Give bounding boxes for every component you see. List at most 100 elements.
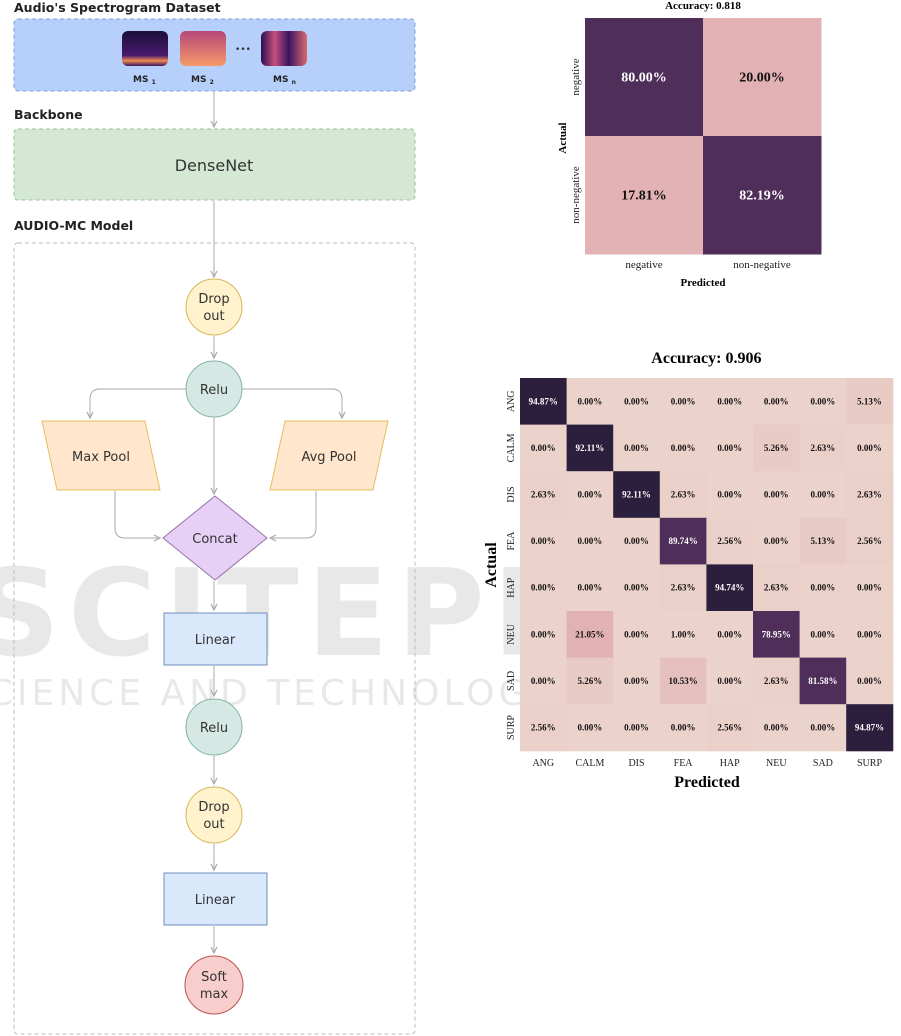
chart-title: Accuracy: 0.906 [651, 350, 761, 367]
heatmap-cell [659, 564, 707, 612]
cell-value: 0.00% [531, 629, 556, 639]
heatmap-cell [706, 378, 754, 426]
cell-value: 2.56% [717, 723, 742, 733]
heatmap-cell [846, 564, 894, 612]
spectrogram-image-1 [122, 31, 168, 66]
softmax-label-a: Soft [201, 970, 227, 985]
cell-value: 92.11% [576, 443, 605, 453]
confusion-matrices: Accuracy: 0.81880.00%20.00%17.81%82.19%n… [483, 0, 894, 791]
x-tick-label: SAD [813, 758, 833, 769]
y-axis-label: Actual [483, 542, 500, 588]
heatmap-cell [846, 517, 894, 565]
y-tick-label: SURP [506, 715, 517, 740]
cell-value: 0.00% [624, 723, 649, 733]
avgpool-label: Avg Pool [301, 450, 356, 465]
softmax-node [184, 955, 244, 1015]
heatmap-cell [659, 471, 707, 519]
cell-value: 5.13% [857, 396, 882, 406]
heatmap-cell [520, 378, 568, 426]
x-axis-label: Predicted [674, 774, 740, 791]
heatmap-cell [659, 704, 707, 752]
cell-value: 0.00% [531, 443, 556, 453]
cell-value: 2.63% [857, 490, 882, 500]
cell-value: 81.58% [808, 676, 837, 686]
maxpool-node [41, 420, 161, 491]
heatmap-cell [566, 657, 614, 705]
heatmap-cell [706, 611, 754, 659]
heatmap-cell [520, 611, 568, 659]
heatmap-cell [753, 657, 801, 705]
backbone-box [13, 128, 416, 201]
heatmap-cell [799, 424, 847, 472]
dropout-label-2a: Drop [198, 800, 229, 815]
cell-value: 2.63% [764, 676, 789, 686]
y-tick-label: CALM [506, 433, 517, 462]
y-tick-label: NEU [506, 623, 517, 644]
cell-value: 0.00% [671, 723, 696, 733]
cell-value: 92.11% [622, 490, 651, 500]
heatmap-cell [566, 704, 614, 752]
y-tick-label: negative [570, 58, 582, 95]
heatmap-cell [846, 704, 894, 752]
cell-value: 0.00% [857, 676, 882, 686]
cell-value: 0.00% [671, 396, 696, 406]
cell-value: 2.56% [857, 536, 882, 546]
heatmap-cell [703, 136, 822, 255]
cell-value: 0.00% [531, 676, 556, 686]
relu-node-1 [185, 360, 243, 418]
cell-value: 2.63% [764, 583, 789, 593]
cell-value: 80.00% [621, 71, 667, 86]
cell-value: 0.00% [717, 629, 742, 639]
cell-value: 2.56% [531, 723, 556, 733]
heatmap-cell [613, 424, 661, 472]
heatmap-cell [799, 471, 847, 519]
cell-value: 2.56% [717, 536, 742, 546]
cell-value: 0.00% [717, 490, 742, 500]
softmax-label-b: max [200, 987, 229, 1002]
y-tick-label: ANG [506, 390, 517, 412]
cell-value: 94.74% [715, 583, 744, 593]
cell-value: 0.00% [764, 536, 789, 546]
svg-text:MS n: MS n [273, 75, 296, 86]
cell-value: 94.87% [855, 723, 884, 733]
dataset-title: Audio's Spectrogram Dataset [14, 0, 221, 15]
cell-value: 0.00% [857, 583, 882, 593]
heatmap-cell [613, 657, 661, 705]
cell-value: 82.19% [739, 189, 785, 204]
cell-value: 2.63% [531, 490, 556, 500]
heatmap-cell [585, 18, 704, 137]
y-tick-label: non-negative [570, 166, 582, 224]
heatmap-cell [566, 471, 614, 519]
heatmap-cell [799, 611, 847, 659]
heatmap-cell [753, 611, 801, 659]
cell-value: 1.00% [671, 629, 696, 639]
concat-label: Concat [192, 532, 237, 547]
cell-value: 0.00% [717, 676, 742, 686]
heatmap-cell [520, 471, 568, 519]
cell-value: 0.00% [811, 490, 836, 500]
cell-value: 0.00% [764, 723, 789, 733]
heatmap-cell [753, 517, 801, 565]
y-tick-label: HAP [506, 577, 517, 597]
cell-value: 0.00% [857, 443, 882, 453]
cell-value: 94.87% [529, 396, 558, 406]
heatmap-cell [706, 564, 754, 612]
cell-value: 0.00% [624, 443, 649, 453]
heatmap-cell [520, 564, 568, 612]
cell-value: 2.63% [671, 583, 696, 593]
cell-value: 10.53% [668, 676, 697, 686]
concat-node [162, 495, 268, 581]
ms2-sub: 2 [210, 79, 214, 86]
ms1-label: MS [133, 75, 148, 85]
heatmap-cell [706, 704, 754, 752]
svg-text:MS 2: MS 2 [191, 75, 214, 86]
heatmap-cell [566, 517, 614, 565]
cell-value: 0.00% [624, 629, 649, 639]
heatmap-cell [659, 424, 707, 472]
cell-value: 0.00% [811, 629, 836, 639]
heatmap-cell [566, 378, 614, 426]
cell-value: 0.00% [811, 723, 836, 733]
linear-label-2: Linear [195, 893, 236, 908]
y-axis-label: Actual [557, 122, 569, 153]
heatmap-cell [846, 424, 894, 472]
